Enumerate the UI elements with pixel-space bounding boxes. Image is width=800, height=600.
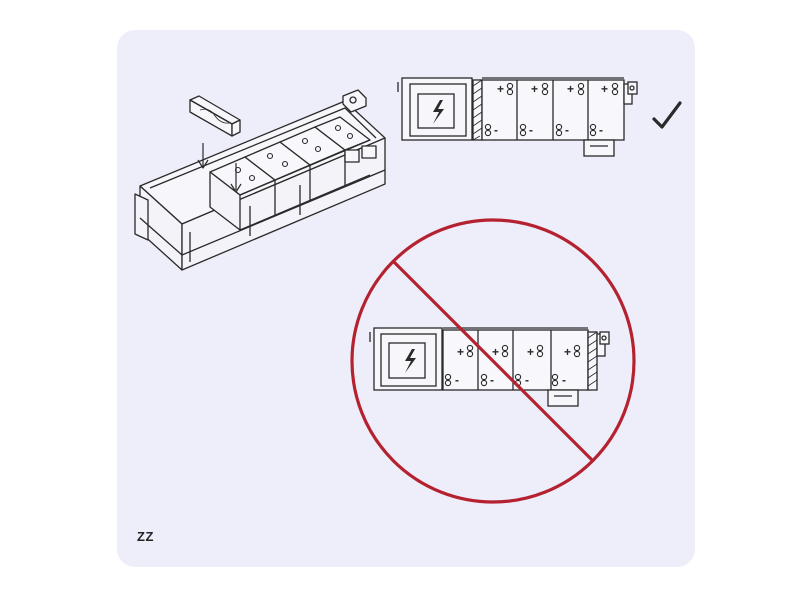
- end-bracket-2: [547, 331, 610, 407]
- terminal-minus-b2: -: [490, 373, 494, 387]
- terminal-minus-2: -: [529, 123, 533, 137]
- lightning-bolt-icon-2: [405, 349, 416, 373]
- correct-installation-diagram: [397, 77, 638, 157]
- hatched-spacer-left: [472, 79, 483, 141]
- terminal-minus-b1: -: [455, 373, 459, 387]
- terminal-minus-4: -: [599, 123, 603, 137]
- terminal-plus-b2: +: [492, 345, 499, 359]
- hatched-spacer-right: [587, 331, 598, 391]
- insert-block: [189, 95, 241, 137]
- battery-cells-row-2: [442, 327, 589, 391]
- battery-cells-row: [481, 77, 625, 141]
- battery-tray-isometric-icon: [134, 89, 386, 271]
- lightning-bolt-icon: [433, 100, 444, 124]
- terminal-plus-b4: +: [564, 345, 571, 359]
- terminal-minus-b3: -: [525, 373, 529, 387]
- terminal-minus-b4: -: [562, 373, 566, 387]
- terminal-plus-b1: +: [457, 345, 464, 359]
- insert-arrows: [197, 143, 242, 193]
- incorrect-installation-diagram: [369, 327, 610, 407]
- terminal-plus-3: +: [567, 82, 574, 96]
- correct-terminal-labels: + + + + - - - -: [494, 82, 608, 137]
- terminal-plus-b3: +: [527, 345, 534, 359]
- terminal-plus-2: +: [531, 82, 538, 96]
- checkmark-icon: [652, 101, 682, 129]
- incorrect-terminal-labels: + + + + - - - -: [455, 345, 571, 387]
- controller-module-2: [369, 327, 443, 391]
- label-code: ZZ: [137, 529, 154, 544]
- prohibition-circle-icon: [350, 218, 636, 504]
- terminal-plus-4: +: [601, 82, 608, 96]
- tray-cells: [189, 116, 377, 262]
- end-bracket: [583, 81, 638, 157]
- terminal-minus-1: -: [494, 123, 498, 137]
- terminal-plus-1: +: [497, 82, 504, 96]
- terminal-minus-3: -: [565, 123, 569, 137]
- correct-terminal-posts: [484, 82, 619, 137]
